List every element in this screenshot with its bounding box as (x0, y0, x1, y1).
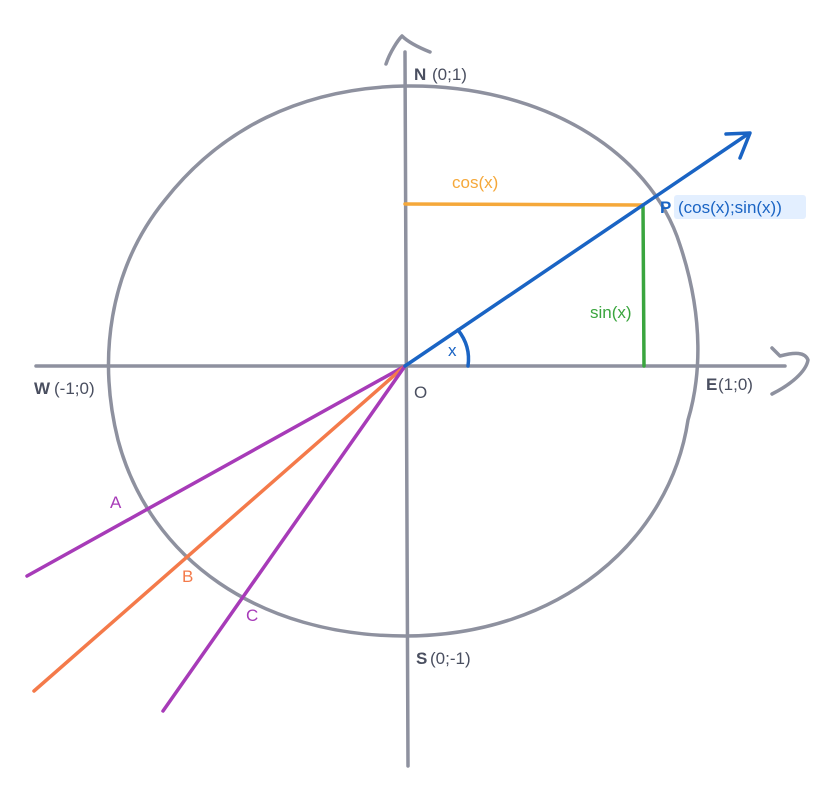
south-letter: S (416, 649, 427, 668)
north-coord: (0;1) (432, 65, 467, 84)
north-letter: N (414, 65, 426, 84)
angle-label: x (448, 341, 457, 360)
sin-label: sin(x) (590, 303, 632, 322)
ray-p (403, 132, 750, 368)
west-letter: W (34, 379, 51, 398)
angle-arc (456, 328, 471, 368)
cos-label: cos(x) (452, 173, 498, 192)
ray-a-label: A (110, 493, 122, 512)
ray-b (32, 364, 407, 693)
ray-a (25, 364, 407, 578)
y-axis (403, 50, 410, 768)
unit-circle (106, 84, 700, 638)
point-letter: P (660, 198, 671, 217)
origin-label: O (414, 383, 427, 402)
west-coord: (-1;0) (54, 379, 95, 398)
ray-b-label: B (182, 567, 193, 586)
point-coord: (cos(x);sin(x)) (678, 198, 782, 217)
ray-c (161, 364, 407, 713)
point-p-highlight (674, 195, 806, 219)
cos-segment (403, 202, 645, 207)
ray-c-label: C (246, 606, 258, 625)
east-coord: (1;0) (718, 375, 753, 394)
sin-segment (641, 203, 646, 368)
south-coord: (0;-1) (430, 649, 471, 668)
ray-p-arrowhead (724, 131, 752, 160)
y-axis-arrowhead (384, 34, 432, 66)
east-letter: E (706, 375, 717, 394)
x-axis-arrowhead (770, 346, 810, 396)
